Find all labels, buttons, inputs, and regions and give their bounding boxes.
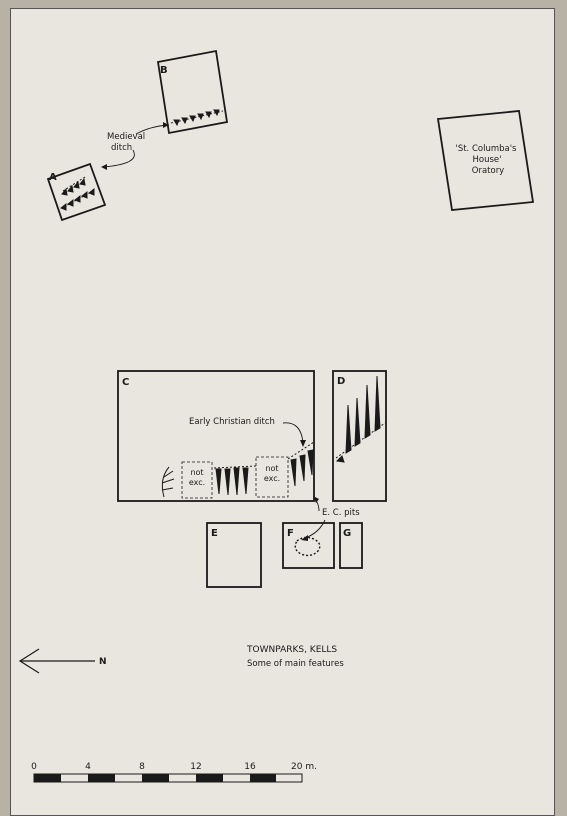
ec-pits-label: E. C. pits [322, 508, 360, 518]
ec-pit-feature [294, 536, 321, 557]
trench-c: C not exc. not exc. Early Christian ditc… [117, 370, 315, 502]
scale-bar: 0 4 8 12 16 20 m. [31, 762, 317, 783]
trench-g-label: G [343, 528, 351, 539]
scale-tick-8: 8 [139, 762, 145, 772]
st-columbas-house-oratory: 'St. Columba's House' Oratory [436, 110, 535, 211]
trench-a-label: A [49, 172, 57, 183]
medieval-ditch-label-1: Medieval [107, 132, 145, 142]
trench-f: F [282, 522, 335, 569]
not-exc-label-2a: not [265, 464, 278, 473]
site-plan: A B Medieval ditc [18, 49, 535, 783]
trench-d: D [332, 370, 387, 502]
site-subtitle: Some of main features [247, 659, 344, 669]
scale-tick-4: 4 [85, 762, 91, 772]
medieval-ditch-label-2: ditch [111, 143, 132, 153]
trench-e: E [206, 522, 262, 588]
medieval-ditch-hachures-b [170, 109, 224, 127]
page: A B Medieval ditc [10, 8, 555, 816]
early-christian-ditch-label: Early Christian ditch [189, 417, 275, 427]
not-excavated-area-2 [255, 456, 289, 498]
trench-d-label: D [337, 376, 345, 387]
scale-tick-16: 16 [244, 762, 256, 772]
trench-c-label: C [122, 377, 129, 388]
scale-tick-12: 12 [190, 762, 201, 772]
pointer-to-a [102, 149, 135, 168]
oratory-label-2: House' [473, 155, 502, 165]
medieval-ditch-callout: Medieval ditch [101, 122, 170, 170]
oratory-label-1: 'St. Columba's [455, 144, 517, 154]
scale-tick-0: 0 [31, 762, 37, 772]
ec-pits-callout: E. C. pits [301, 496, 360, 541]
not-exc-label-2b: exc. [264, 474, 280, 483]
not-exc-label-1b: exc. [189, 478, 205, 487]
trench-b: B [156, 49, 229, 135]
trench-f-label: F [287, 528, 294, 539]
early-christian-ditch-hachures-d [335, 375, 386, 463]
not-exc-label-1a: not [190, 468, 203, 477]
trench-e-label: E [211, 528, 218, 539]
early-christian-ditch-hachures-c [161, 441, 315, 498]
north-label: N [99, 657, 107, 667]
trench-a: A [46, 162, 107, 222]
north-arrow: N [18, 648, 107, 674]
site-title: TOWNPARKS, KELLS [246, 645, 337, 655]
oratory-label-3: Oratory [472, 166, 504, 176]
scale-tick-20m: 20 m. [291, 762, 317, 772]
not-excavated-area-1 [181, 461, 213, 499]
ec-ditch-pointer [282, 422, 304, 444]
medieval-ditch-hachures-a [60, 176, 95, 211]
trench-b-label: B [160, 65, 168, 76]
trench-g: G [339, 522, 363, 569]
